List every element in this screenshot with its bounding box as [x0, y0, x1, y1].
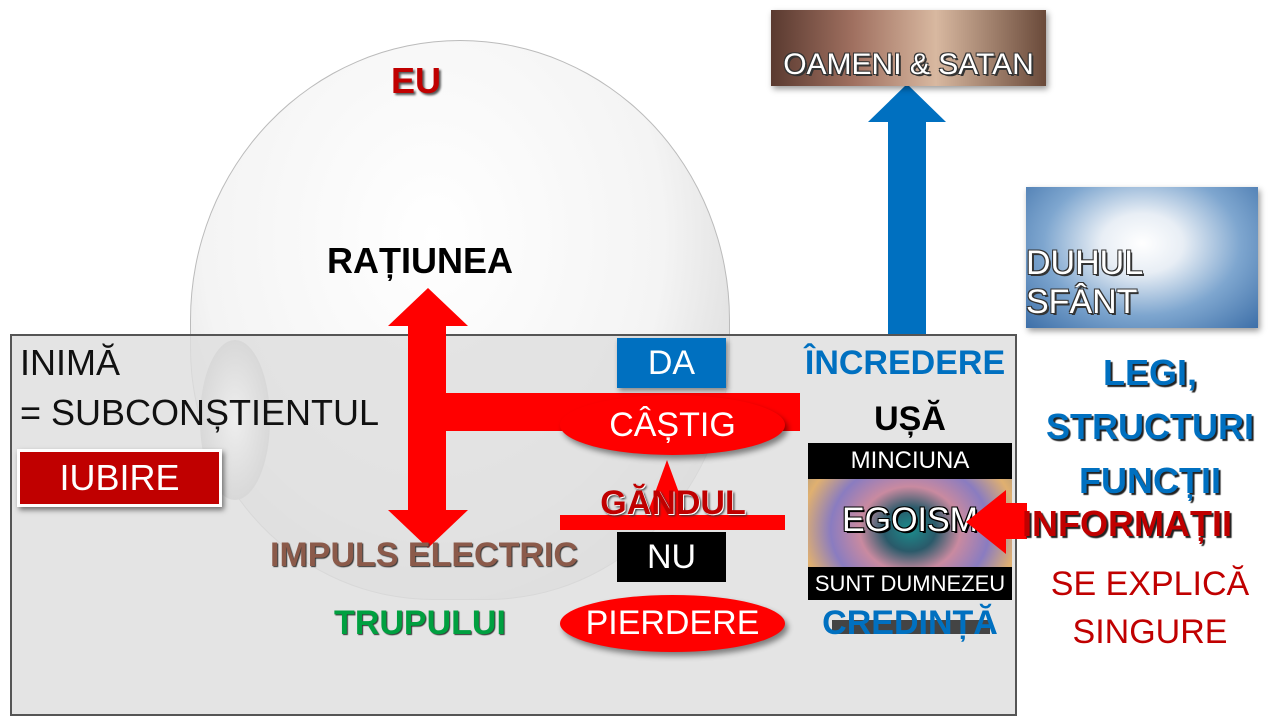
- arrow-left-head-icon: [966, 490, 1006, 554]
- inima-label: INIMĂ: [20, 342, 121, 383]
- legi-text: LEGI, STRUCTURI FUNCȚII: [1030, 346, 1270, 508]
- structuri-label: STRUCTURI: [1046, 406, 1254, 447]
- nu-box: NU: [617, 532, 726, 582]
- da-box: DA: [617, 338, 726, 388]
- info-arrow-shaft: [1005, 503, 1027, 539]
- eu-label: EU: [390, 60, 441, 101]
- blue-arrow-shaft: [888, 120, 926, 334]
- pierdere-label: PIERDERE: [585, 604, 760, 642]
- oameni-satan-image: OAMENI & SATAN: [771, 10, 1046, 86]
- se-explica-label: SE EXPLICĂ: [1050, 565, 1250, 603]
- sunt-dumnezeu-label: SUNT DUMNEZEU: [808, 567, 1012, 600]
- credinta-strike-bar: [832, 620, 990, 634]
- subconstientul-label: = SUBCONȘTIENTUL: [20, 392, 380, 433]
- iubire-box: IUBIRE: [17, 449, 222, 507]
- blue-arrow-head-icon: [868, 84, 946, 122]
- informatii-label: INFORMAȚII: [1022, 503, 1232, 544]
- small-arrow-up-icon: [645, 460, 689, 520]
- arrow-down-head-icon: [388, 510, 468, 548]
- se-explica-text: SE EXPLICĂ SINGURE: [1040, 560, 1260, 656]
- duhul-sfant-label: DUHUL SFÂNT: [1026, 244, 1142, 321]
- incredere-label: ÎNCREDERE: [804, 344, 1006, 382]
- duhul-sfant-image: DUHUL SFÂNT: [1026, 187, 1258, 328]
- gandul-red-bar: [560, 515, 785, 530]
- functii-label: FUNCȚII: [1079, 460, 1221, 501]
- minciuna-label: MINCIUNA: [808, 443, 1012, 479]
- ratiunea-label: RAȚIUNEA: [327, 240, 513, 281]
- impuls-electric-label: IMPULS ELECTRIC: [270, 536, 578, 574]
- singure-label: SINGURE: [1072, 613, 1228, 651]
- gandul-label: GĂNDUL: [600, 484, 746, 522]
- egoism-label: EGOISM: [841, 501, 979, 539]
- usa-label: UȘĂ: [874, 400, 946, 438]
- castig-label: CÂȘTIG: [609, 405, 736, 444]
- credinta-label: CREDINȚĂ: [822, 604, 998, 642]
- castig-ellipse: CÂȘTIG: [560, 395, 785, 455]
- pierdere-ellipse: PIERDERE: [560, 595, 785, 652]
- arrow-up-head-icon: [388, 288, 468, 326]
- legi-label: LEGI,: [1102, 352, 1197, 393]
- oameni-satan-label: OAMENI & SATAN: [783, 48, 1034, 81]
- vertical-red-bar: [408, 324, 446, 514]
- trupului-label: TRUPULUI: [334, 604, 506, 642]
